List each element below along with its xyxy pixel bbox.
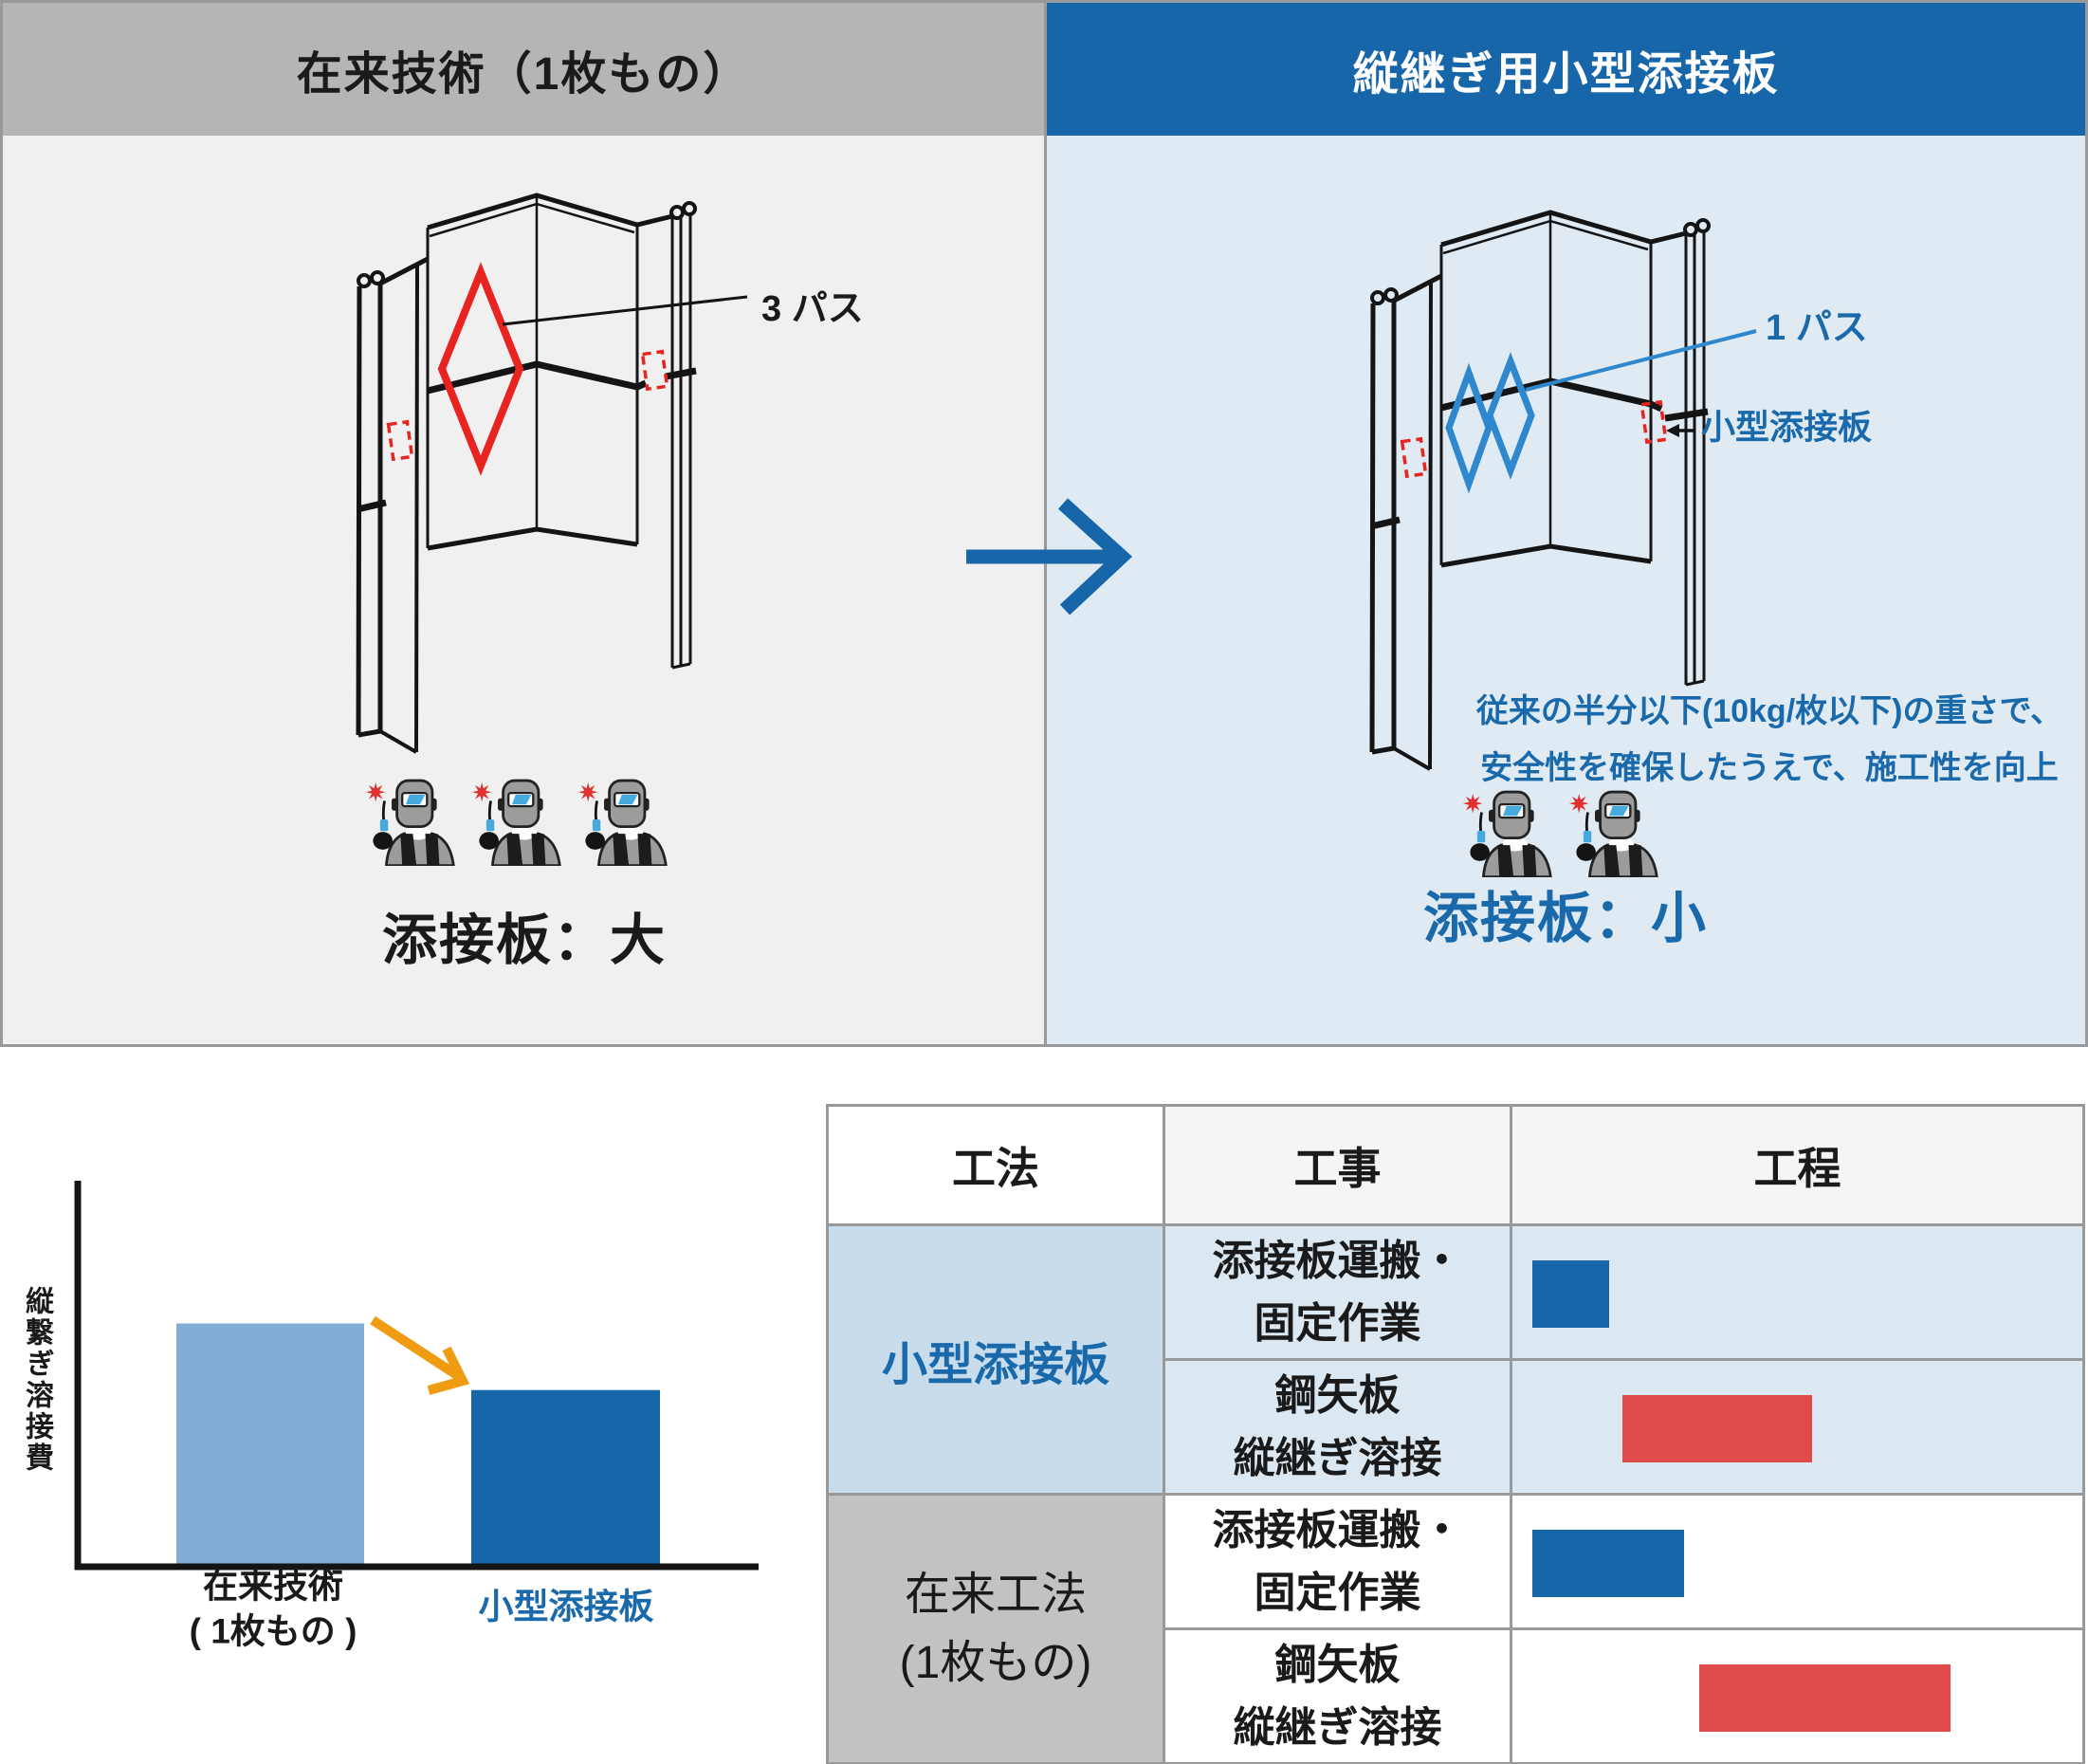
weld-mark-3-pass: [437, 262, 524, 476]
work-label-line1: 鋼矢板: [1274, 1371, 1401, 1419]
gantt-bar-blue: [1532, 1260, 1610, 1328]
pass-count-label: 3 パス: [761, 289, 864, 329]
xtick-conventional-line2: ( 1枚もの ): [190, 1612, 357, 1651]
table-row: 鋼矢板 縦継ぎ溶接: [828, 1358, 2085, 1496]
table-header-row: 工法 工事 工程: [826, 1104, 2085, 1226]
sheet-pile-drawing: [1371, 212, 1709, 769]
method-cell-small-plate: 小型添接板: [826, 1223, 1165, 1496]
small-splice-panel-body: 1 パス 小型添接板 従来の半分以下(10kg/枚以下)の重さで、 安全性を確保…: [1047, 136, 2088, 1047]
welder-icon: [1462, 790, 1552, 877]
method-label: 小型添接板: [881, 1339, 1109, 1390]
conventional-panel-title: 在来技術（1枚もの）: [296, 49, 751, 100]
welder-icon: [1568, 790, 1658, 877]
work-label-line2: 縦継ぎ溶接: [1233, 1703, 1442, 1751]
small-splice-panel-title: 縦継ぎ用小型添接板: [1352, 49, 1780, 100]
transform-arrow-icon: [966, 498, 1133, 616]
cost-bar: [176, 1323, 364, 1567]
table-row: 在来工法 (1枚もの) 添接板運搬・ 固定作業: [826, 1493, 2085, 1764]
welder-icons-group: [1462, 790, 1658, 877]
plate-size-caption: 添接板：小: [1423, 888, 1708, 949]
gantt-bar-red: [1698, 1664, 1951, 1732]
welder-icons-group: [365, 779, 668, 866]
welder-icon: [471, 779, 561, 866]
work-cell: 添接板運搬・ 固定作業: [1163, 1493, 1512, 1630]
work-label-line1: 鋼矢板: [1274, 1641, 1401, 1688]
gantt-cell: [1510, 1358, 2085, 1496]
comparison-section: 在来技術（1枚もの）: [0, 0, 2088, 1047]
gantt-bar-red: [1621, 1395, 1812, 1462]
work-label-line2: 固定作業: [1254, 1569, 1421, 1616]
splice-plate-dashed-outline: [640, 349, 669, 392]
work-cell: 鋼矢板 縦継ぎ溶接: [1163, 1627, 1512, 1764]
benefit-note-line2: 安全性を確保したうえで、施工性を向上: [1480, 749, 2059, 786]
gantt-cell: [1510, 1627, 2085, 1764]
cost-bar-chart: 在来技術 ( 1枚もの ) 小型添接板: [74, 1181, 759, 1651]
weld-leader-line: [502, 295, 748, 326]
header-method: 工法: [826, 1104, 1165, 1226]
xtick-small-plate: 小型添接板: [479, 1588, 654, 1626]
small-splice-plate-panel: 縦継ぎ用小型添接板 1 パス 小型添接板: [1044, 3, 2085, 1044]
sheet-pile-drawing: [357, 195, 695, 752]
gantt-cell: [1510, 1223, 2085, 1361]
schedule-table: 工法 工事 工程 小型添接板 添接板運搬・ 固定作業 鋼矢板 縦継ぎ溶接 在来工…: [826, 1104, 2085, 1764]
conventional-panel-body: 3 パス 添接板：大: [3, 136, 1047, 1047]
weld-mark-1-pass-left: [1445, 362, 1493, 494]
small-splice-sheet-pile-diagram: 1 パス 小型添接板 従来の半分以下(10kg/枚以下)の重さで、 安全性を確保…: [1047, 136, 2062, 949]
xtick-conventional-line1: 在来技術: [203, 1567, 343, 1606]
conventional-panel: 在来技術（1枚もの）: [3, 3, 1044, 1044]
work-label-line2: 固定作業: [1254, 1299, 1421, 1347]
small-splice-panel-header: 縦継ぎ用小型添接板: [1047, 3, 2085, 136]
benefit-note-line1: 従来の半分以下(10kg/枚以下)の重さで、: [1475, 693, 2062, 729]
plate-pointer-arrowhead: [1666, 424, 1679, 437]
work-cell: 鋼矢板 縦継ぎ溶接: [1163, 1358, 1512, 1496]
work-label-line1: 添接板運搬・: [1212, 1506, 1463, 1553]
cost-bar: [471, 1389, 660, 1567]
decrease-arrow-head: [427, 1346, 470, 1395]
conventional-sheet-pile-diagram: 3 パス 添接板：大: [3, 136, 864, 971]
method-label-line1: 在来工法: [904, 1569, 1087, 1620]
conventional-panel-header: 在来技術（1枚もの）: [3, 3, 1044, 136]
header-work: 工事: [1163, 1104, 1512, 1226]
chart-bars-group: [176, 1323, 660, 1567]
weld-leader-line: [1525, 329, 1757, 392]
chart-y-axis-label: 縦繋ぎ溶接費: [21, 1286, 52, 1474]
chart-axes: [74, 1181, 759, 1571]
pass-count-label: 1 パス: [1766, 308, 1868, 348]
small-plate-label: 小型添接板: [1701, 408, 1872, 447]
table-row: 小型添接板 添接板運搬・ 固定作業: [826, 1223, 2085, 1496]
gantt-bar-blue: [1532, 1530, 1684, 1597]
gantt-cell: [1510, 1493, 2085, 1630]
header-schedule: 工程: [1510, 1104, 2085, 1226]
welder-icon: [577, 779, 668, 866]
decrease-arrow-shaft: [370, 1315, 460, 1380]
joint-line-right: [635, 367, 697, 391]
work-label-line1: 添接板運搬・: [1212, 1237, 1463, 1284]
joint-line-strip: [1664, 408, 1709, 422]
work-label-line2: 縦継ぎ溶接: [1233, 1434, 1442, 1481]
joint-line-right: [1649, 400, 1663, 413]
table-row: 鋼矢板 縦継ぎ溶接: [828, 1627, 2085, 1764]
welder-icon: [365, 779, 455, 866]
method-cell-conventional: 在来工法 (1枚もの): [826, 1493, 1165, 1764]
weld-mark-1-pass-right: [1486, 352, 1535, 480]
work-cell: 添接板運搬・ 固定作業: [1163, 1223, 1512, 1361]
plate-size-caption: 添接板：大: [382, 910, 667, 971]
method-label-line2: (1枚もの): [899, 1637, 1092, 1688]
